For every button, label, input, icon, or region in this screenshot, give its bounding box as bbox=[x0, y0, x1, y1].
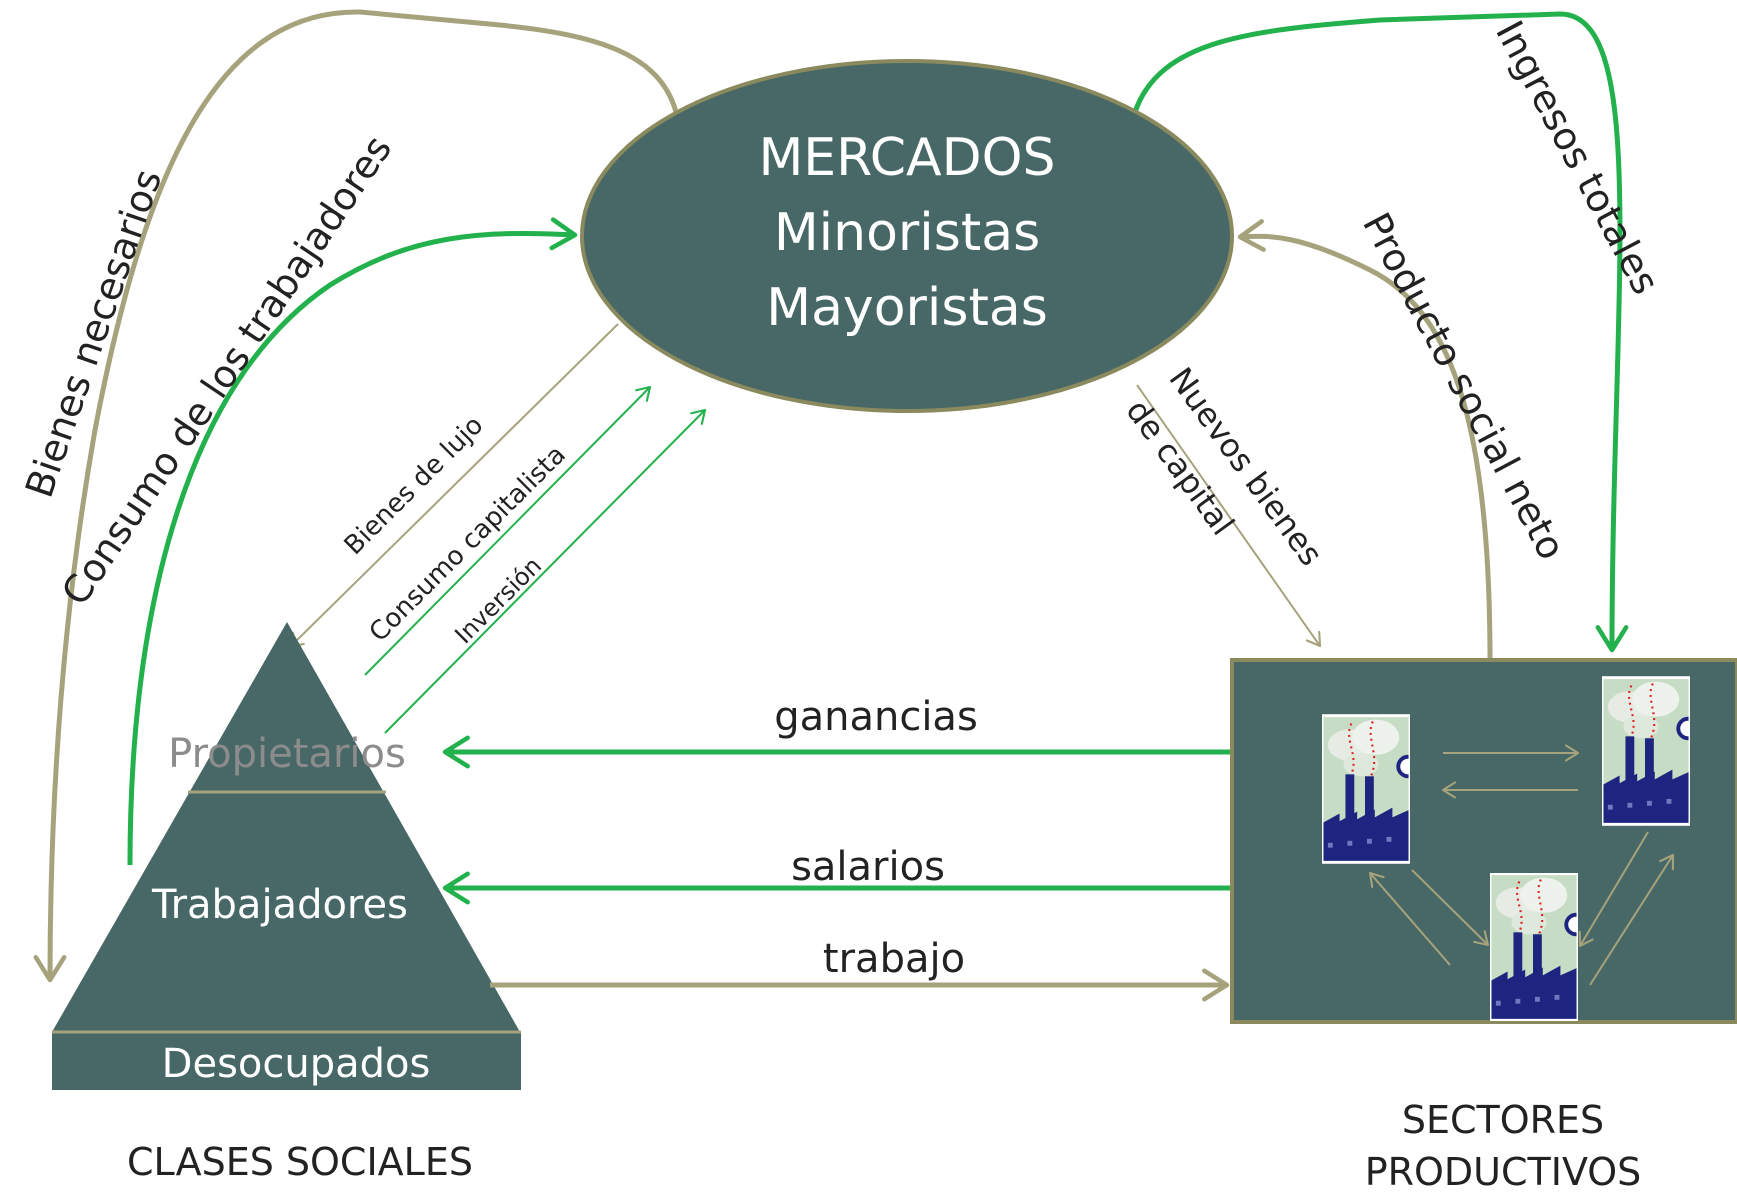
ingresos-totales-arrow bbox=[1132, 11, 1629, 653]
mercados-node bbox=[580, 59, 1234, 413]
inversion-arrow bbox=[384, 408, 707, 734]
propietarios-label: Propietarios bbox=[168, 731, 406, 777]
sector-flow-arrow bbox=[1368, 871, 1451, 966]
factory-icon bbox=[1490, 873, 1578, 1021]
trabajo-label: trabajo bbox=[823, 936, 965, 982]
clases-sociales-pyramid bbox=[52, 622, 520, 1032]
sectores-caption-line2: PRODUCTIVOS bbox=[1365, 1150, 1642, 1192]
factory-icon bbox=[1322, 714, 1410, 864]
desocupados-band bbox=[52, 1032, 521, 1090]
sectores-caption-line1: SECTORES bbox=[1402, 1098, 1604, 1142]
clases-sociales-caption: CLASES SOCIALES bbox=[127, 1140, 473, 1184]
mercados-title: MERCADOS bbox=[758, 128, 1055, 188]
producto-social-neto-arrow bbox=[1237, 219, 1493, 661]
bienes-necesarios-arrow bbox=[33, 9, 679, 983]
sector-flow-arrow bbox=[1411, 869, 1490, 947]
mercados-mayoristas: Mayoristas bbox=[766, 278, 1048, 338]
ganancias-label: ganancias bbox=[774, 694, 978, 740]
nuevos-bienes-capital-arrow bbox=[1136, 384, 1322, 648]
producto-social-neto-label: Producto social neto bbox=[1354, 206, 1574, 567]
consumo-trabajadores-arrow bbox=[127, 217, 578, 866]
consumo-capitalista-arrow bbox=[364, 385, 652, 676]
desocupados-label: Desocupados bbox=[162, 1041, 431, 1087]
sector-flow-arrow bbox=[1578, 831, 1649, 948]
factory-icon bbox=[1602, 676, 1690, 826]
mercados-minoristas: Minoristas bbox=[774, 203, 1040, 263]
salarios-label: salarios bbox=[791, 844, 945, 890]
trabajadores-label: Trabajadores bbox=[151, 882, 408, 928]
sector-flow-arrow bbox=[1589, 853, 1675, 986]
ingresos-totales-label: Ingresos totales bbox=[1487, 14, 1668, 302]
bienes-lujo-arrow bbox=[288, 323, 619, 649]
